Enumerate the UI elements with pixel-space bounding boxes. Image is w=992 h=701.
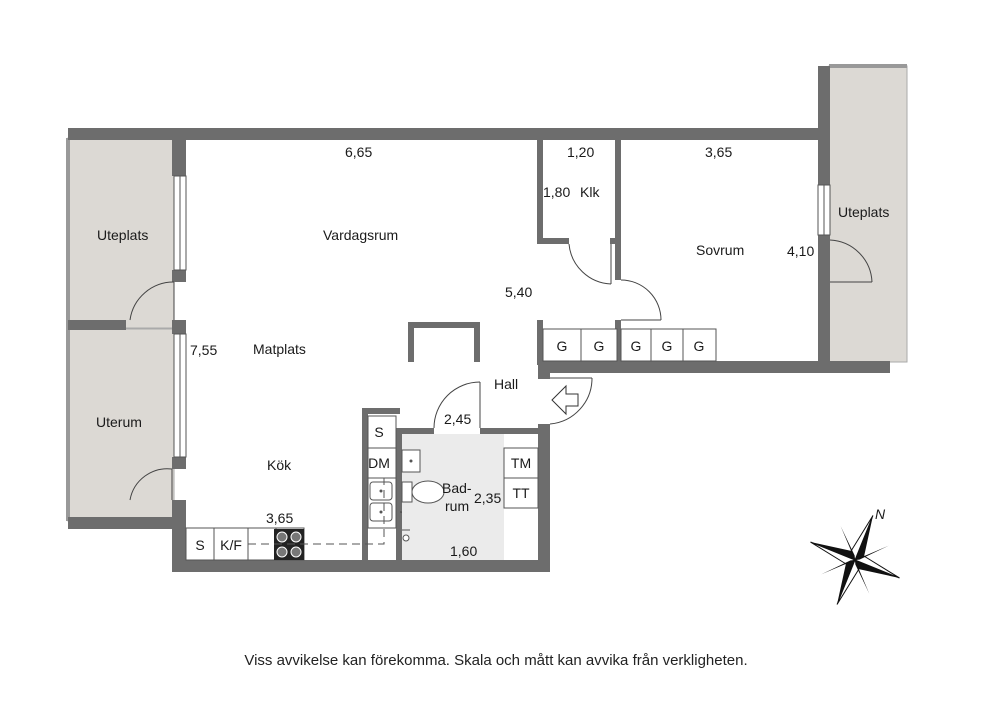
dim-kok-width: 3,65 — [266, 510, 293, 526]
room-labels: Vardagsrum Matplats Kök Hall Klk Sovrum … — [96, 184, 889, 514]
kitchen-s-lower-label: S — [195, 537, 204, 553]
toilet-icon — [401, 480, 445, 504]
laundry-labels: TM TT — [511, 455, 531, 501]
room-kok: Kök — [267, 457, 292, 473]
room-vardagsrum: Vardagsrum — [323, 227, 398, 243]
dim-hall-width: 2,45 — [444, 411, 471, 427]
wardrobe-label: G — [557, 338, 568, 354]
laundry-units — [503, 447, 539, 509]
dim-bad-width: 1,60 — [450, 543, 477, 559]
dim-klk-depth: 1,80 — [543, 184, 570, 200]
wardrobe-label: G — [694, 338, 705, 354]
wardrobe-label: G — [662, 338, 673, 354]
room-klk: Klk — [580, 184, 600, 200]
kitchen-labels: S DM S K/F — [195, 424, 390, 553]
room-hall: Hall — [494, 376, 518, 392]
dim-bad-depth: 2,35 — [474, 490, 501, 506]
room-badrum-line1: Bad- — [442, 480, 472, 496]
room-uterum: Uterum — [96, 414, 142, 430]
room-badrum-line2: rum — [445, 498, 469, 514]
outer-walls — [68, 66, 890, 572]
dimension-labels: 6,65 1,20 1,80 3,65 4,10 5,40 7,55 2,45 … — [190, 144, 814, 559]
tm-label: TM — [511, 455, 531, 471]
compass-north-label: N — [875, 506, 886, 522]
disclaimer: Viss avvikelse kan förekomma. Skala och … — [244, 652, 748, 669]
room-matplats: Matplats — [253, 341, 306, 357]
wardrobe-row — [542, 328, 717, 362]
inner-walls — [362, 138, 621, 568]
room-sovrum: Sovrum — [696, 242, 744, 258]
uteplats-left-area — [67, 137, 175, 329]
dim-klk-width: 1,20 — [567, 144, 594, 160]
upper-cabinet-line — [248, 478, 385, 545]
kf-label: K/F — [220, 537, 242, 553]
dim-matplats-depth: 7,55 — [190, 342, 217, 358]
kitchen-s-upper-label: S — [374, 424, 383, 440]
room-uteplats-left: Uteplats — [97, 227, 148, 243]
wardrobe-labels: G G G G G — [557, 338, 705, 354]
wardrobe-label: G — [594, 338, 605, 354]
entrance-arrow-icon — [551, 384, 579, 416]
windows — [173, 175, 831, 458]
sink — [369, 481, 393, 522]
dim-sovrum-width: 3,65 — [705, 144, 732, 160]
wardrobe-label: G — [631, 338, 642, 354]
compass-rose-icon — [810, 515, 900, 605]
dim-living-depth: 5,40 — [505, 284, 532, 300]
washbasin-icon — [401, 449, 421, 473]
shower-icon — [402, 529, 410, 542]
uterum-area — [67, 328, 175, 522]
dim-sovrum-depth: 4,10 — [787, 243, 814, 259]
dim-vardagsrum-width: 6,65 — [345, 144, 372, 160]
room-uteplats-right: Uteplats — [838, 204, 889, 220]
dm-label: DM — [368, 455, 390, 471]
tt-label: TT — [512, 485, 530, 501]
